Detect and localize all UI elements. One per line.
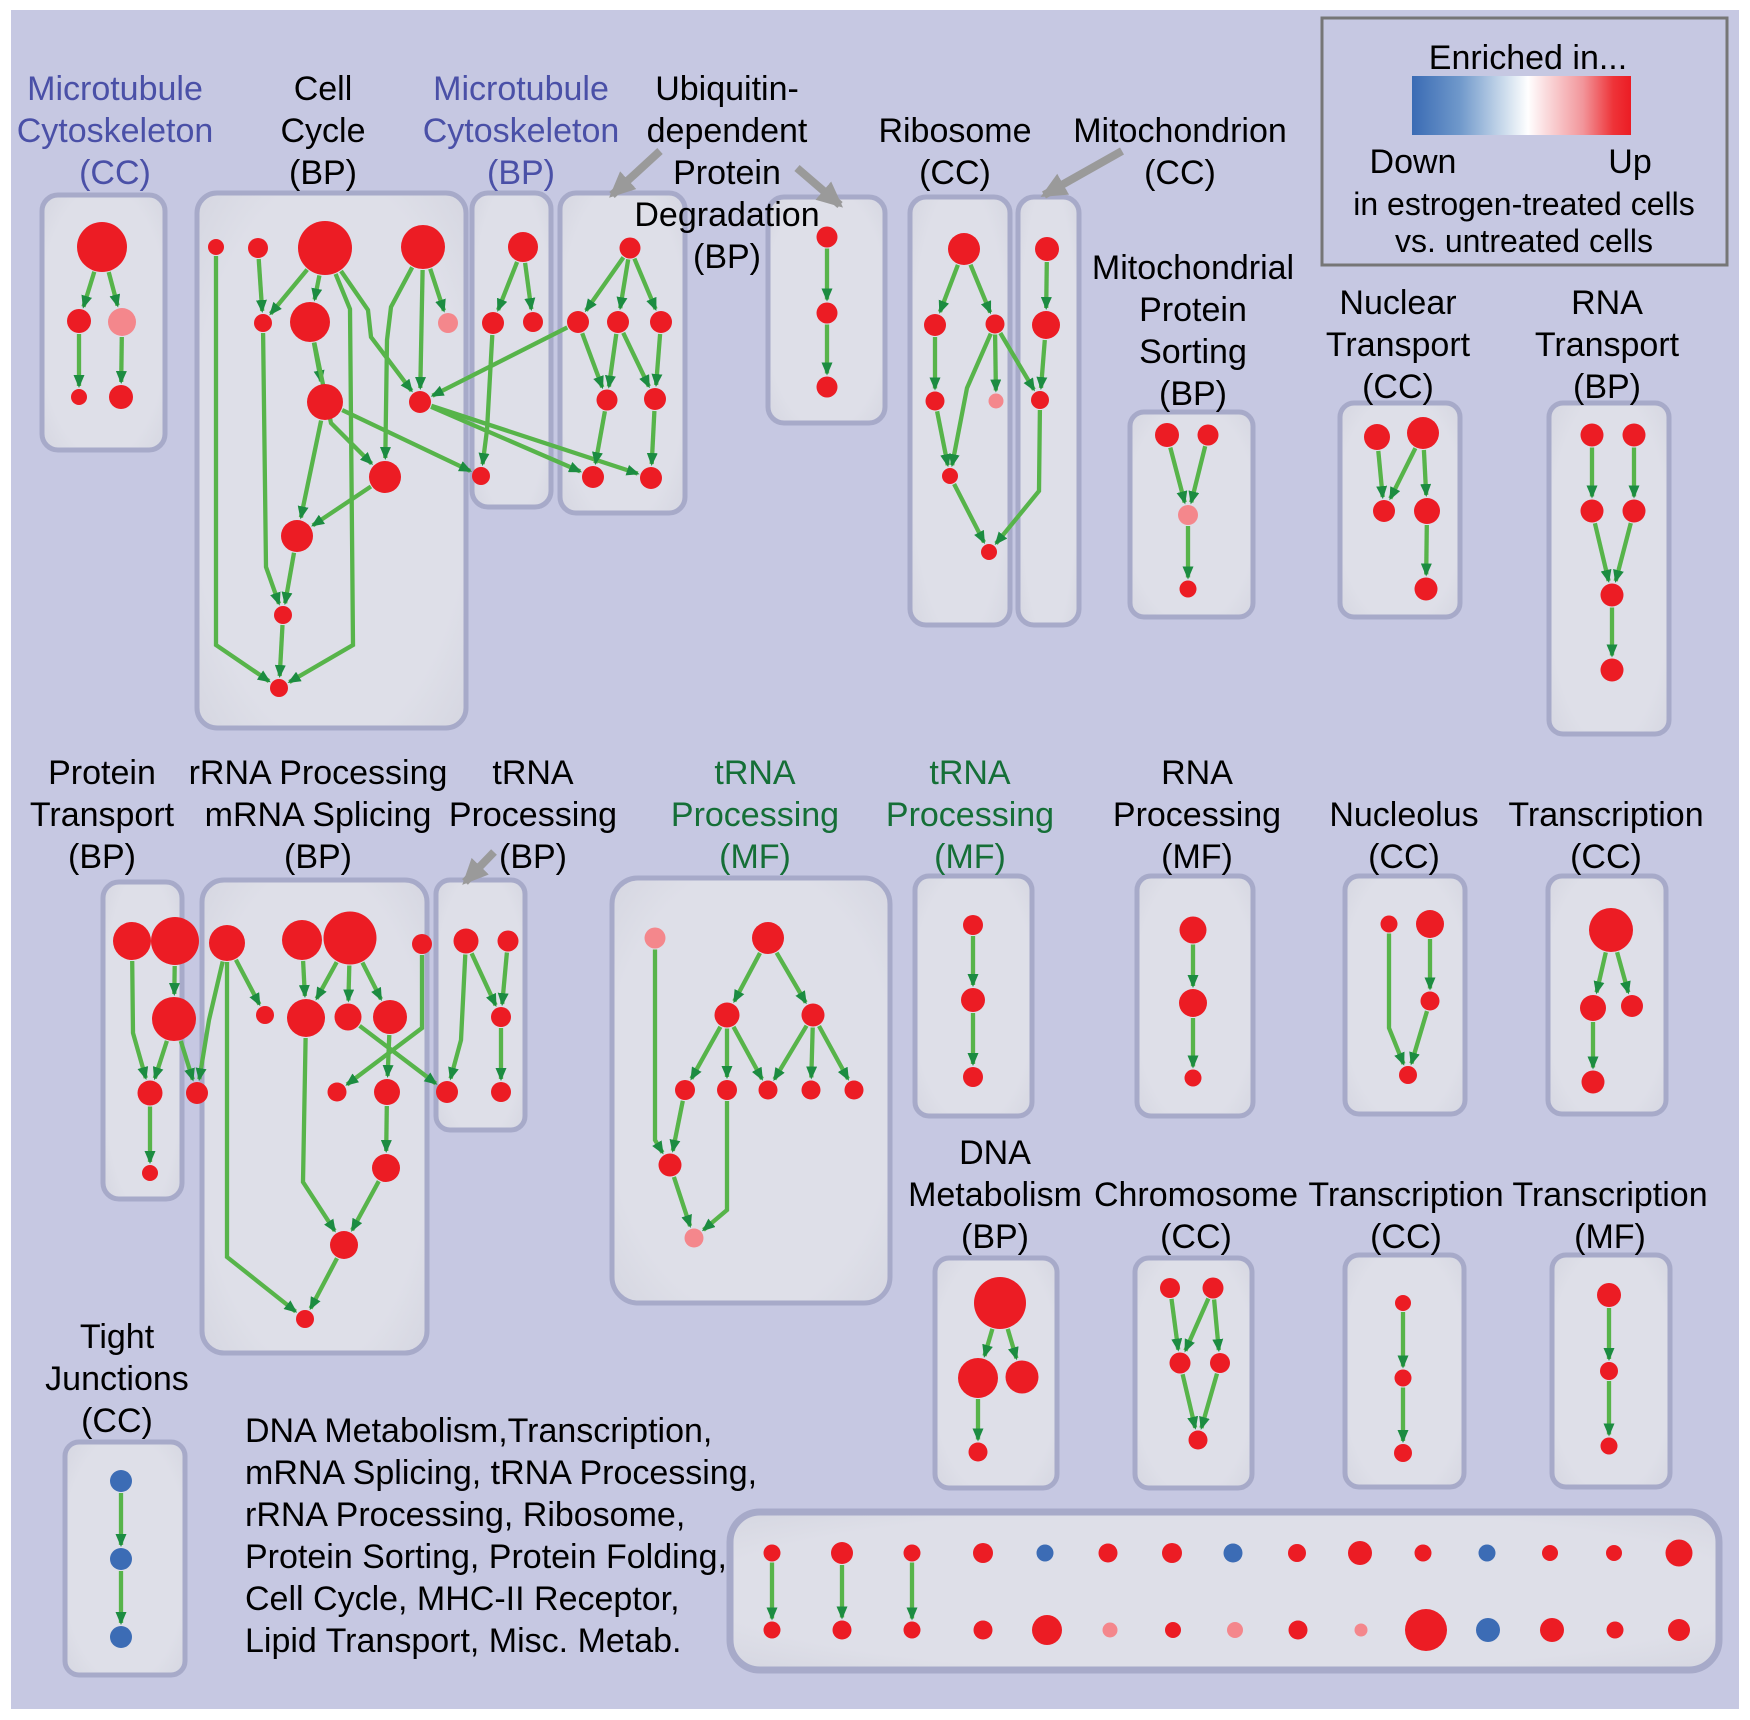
svg-text:(BP): (BP) — [284, 838, 352, 876]
svg-text:Junctions: Junctions — [45, 1360, 189, 1398]
svg-text:RNA: RNA — [1571, 284, 1643, 322]
svg-text:Up: Up — [1608, 143, 1651, 181]
svg-text:(BP): (BP) — [961, 1218, 1029, 1256]
svg-text:tRNA: tRNA — [714, 754, 796, 792]
svg-text:Cycle: Cycle — [280, 112, 365, 150]
svg-text:Transcription: Transcription — [1508, 796, 1703, 834]
svg-text:(CC): (CC) — [1368, 838, 1440, 876]
svg-text:(MF): (MF) — [1574, 1218, 1646, 1256]
svg-text:(CC): (CC) — [1570, 838, 1642, 876]
svg-text:Processing: Processing — [886, 796, 1054, 834]
svg-text:rRNA Processing: rRNA Processing — [189, 754, 448, 792]
svg-text:Cell Cycle, MHC-II Receptor,: Cell Cycle, MHC-II Receptor, — [245, 1580, 680, 1618]
svg-text:Mitochondrial: Mitochondrial — [1092, 249, 1294, 287]
svg-text:Protein: Protein — [1139, 291, 1247, 329]
svg-text:Transport: Transport — [30, 796, 175, 834]
svg-text:rRNA Processing, Ribosome,: rRNA Processing, Ribosome, — [245, 1496, 685, 1534]
svg-text:DNA Metabolism,Transcription,: DNA Metabolism,Transcription, — [245, 1412, 712, 1450]
svg-text:Protein: Protein — [673, 154, 781, 192]
svg-text:Transport: Transport — [1535, 326, 1680, 364]
svg-text:in estrogen-treated cells: in estrogen-treated cells — [1353, 186, 1695, 222]
svg-text:Processing: Processing — [1113, 796, 1281, 834]
svg-text:Cytoskeleton: Cytoskeleton — [423, 112, 620, 150]
svg-text:Transcription: Transcription — [1512, 1176, 1707, 1214]
svg-text:Cytoskeleton: Cytoskeleton — [17, 112, 214, 150]
svg-text:(BP): (BP) — [1573, 368, 1641, 406]
svg-text:Lipid Transport, Misc. Metab.: Lipid Transport, Misc. Metab. — [245, 1622, 682, 1660]
svg-text:(BP): (BP) — [693, 238, 761, 276]
svg-text:Mitochondrion: Mitochondrion — [1073, 112, 1287, 150]
svg-text:Protein Sorting, Protein Foldi: Protein Sorting, Protein Folding, — [245, 1538, 727, 1576]
svg-text:Sorting: Sorting — [1139, 333, 1247, 371]
svg-text:RNA: RNA — [1161, 754, 1233, 792]
svg-text:tRNA: tRNA — [929, 754, 1011, 792]
svg-text:(MF): (MF) — [1161, 838, 1233, 876]
svg-text:Nuclear: Nuclear — [1339, 284, 1456, 322]
svg-text:(CC): (CC) — [1144, 154, 1216, 192]
svg-text:(CC): (CC) — [1370, 1218, 1442, 1256]
svg-text:(BP): (BP) — [1159, 375, 1227, 413]
svg-text:Ubiquitin-: Ubiquitin- — [655, 70, 799, 108]
svg-text:dependent: dependent — [647, 112, 808, 150]
svg-text:Nucleolus: Nucleolus — [1329, 796, 1478, 834]
svg-text:Chromosome: Chromosome — [1094, 1176, 1298, 1214]
svg-text:(CC): (CC) — [919, 154, 991, 192]
svg-text:tRNA: tRNA — [492, 754, 574, 792]
svg-text:Protein: Protein — [48, 754, 156, 792]
svg-text:Down: Down — [1370, 143, 1457, 181]
svg-text:DNA: DNA — [959, 1134, 1031, 1172]
svg-text:Processing: Processing — [449, 796, 617, 834]
svg-text:Metabolism: Metabolism — [908, 1176, 1082, 1214]
svg-text:Degradation: Degradation — [634, 196, 819, 234]
svg-text:(MF): (MF) — [934, 838, 1006, 876]
svg-text:Processing: Processing — [671, 796, 839, 834]
svg-text:(MF): (MF) — [719, 838, 791, 876]
svg-text:(BP): (BP) — [487, 154, 555, 192]
svg-text:Enriched in...: Enriched in... — [1429, 39, 1627, 77]
svg-text:(BP): (BP) — [499, 838, 567, 876]
svg-text:mRNA Splicing: mRNA Splicing — [205, 796, 432, 834]
svg-text:Ribosome: Ribosome — [878, 112, 1031, 150]
svg-text:Microtubule: Microtubule — [433, 70, 609, 108]
svg-text:vs. untreated cells: vs. untreated cells — [1395, 223, 1653, 259]
svg-text:(CC): (CC) — [1160, 1218, 1232, 1256]
svg-text:Tight: Tight — [80, 1318, 155, 1356]
svg-text:(CC): (CC) — [1362, 368, 1434, 406]
svg-text:Transcription: Transcription — [1308, 1176, 1503, 1214]
svg-text:(CC): (CC) — [79, 154, 151, 192]
svg-text:Cell: Cell — [294, 70, 353, 108]
svg-text:(CC): (CC) — [81, 1402, 153, 1440]
svg-text:mRNA Splicing, tRNA Processing: mRNA Splicing, tRNA Processing, — [245, 1454, 757, 1492]
svg-text:(BP): (BP) — [289, 154, 357, 192]
svg-text:(BP): (BP) — [68, 838, 136, 876]
svg-text:Transport: Transport — [1326, 326, 1471, 364]
svg-text:Microtubule: Microtubule — [27, 70, 203, 108]
